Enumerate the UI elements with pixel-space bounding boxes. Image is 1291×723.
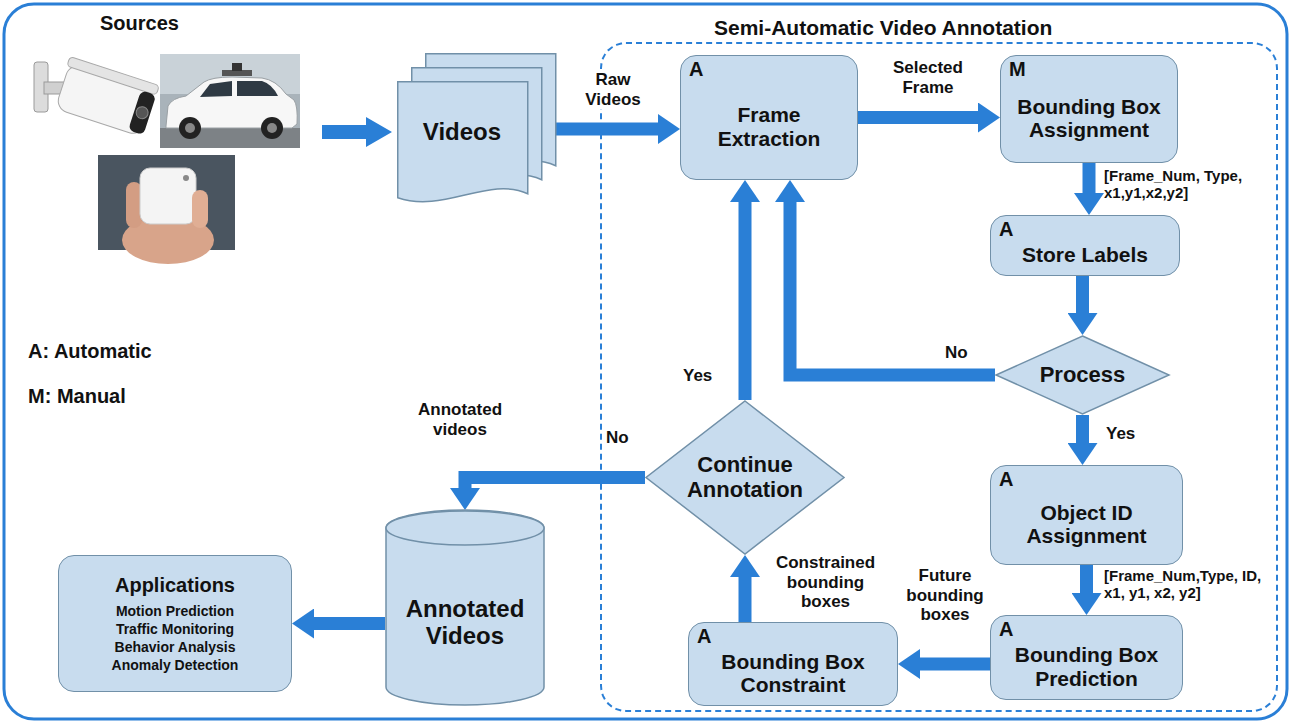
mode-tag: A [689,58,703,80]
list-item: Behavior Analysis [115,638,236,656]
flow-arrow [314,617,385,630]
edge-label: Raw Videos [575,70,651,109]
camera-face [128,90,156,135]
process-box: A Frame Extraction [680,55,858,180]
text-area: A Object ID Assignment [991,466,1182,564]
text-area: Annotated Videos [385,510,545,705]
process-box: A Bounding Box Constraint [688,622,898,706]
camera-illustration [34,57,159,137]
sensor-device [140,168,196,224]
list-item: Motion Prediction [116,602,234,620]
node-label: Bounding Box Prediction [999,643,1174,689]
edge-label: Yes [683,366,712,386]
edge-label: No [606,428,629,448]
decision-diamond: Process [995,335,1170,415]
cylinder-top [386,511,544,545]
flow-arrow [1080,565,1093,593]
diamond-shape [996,336,1169,414]
flow-arrow [1076,276,1089,313]
edge-label: Yes [1106,424,1135,444]
text-area: M Bounding Box Assignment [1001,56,1177,162]
text-area: Videos [397,81,527,183]
camera-hood [67,57,159,96]
node-label: Object ID Assignment [999,501,1174,547]
key-label: A: Automatic [28,340,152,363]
decision-diamond: Continue Annotation [645,400,845,555]
applications-box: ApplicationsMotion PredictionTraffic Mon… [58,555,292,692]
node-label: Process [1040,363,1126,387]
camera-body [53,57,159,137]
list-item: Anomaly Detection [112,656,239,674]
mode-tag: A [999,468,1013,490]
car-wheel [179,117,201,139]
text-area: A Bounding Box Prediction [991,616,1182,699]
text-area: A Frame Extraction [681,56,857,179]
node-label: Videos [423,119,501,145]
node-label: Frame Extraction [689,103,849,149]
database-cylinder: Annotated Videos [385,510,545,705]
list-item: Traffic Monitoring [116,620,234,638]
process-box: A Store Labels [990,215,1180,276]
car-hub [267,123,277,133]
edge-label: Constrained bounding boxes [768,553,883,612]
edge-label: [Frame_Num,Type, ID, x1, y1, x2, y2] [1104,567,1272,602]
hand-thumb [192,190,208,228]
flow-arrow [739,577,752,622]
source-arrow [322,117,392,147]
sensor-illustration [98,155,235,264]
car-roof-sensor [232,63,242,71]
flow-arrow [858,111,978,124]
car-window [237,81,278,96]
region-heading: Semi-Automatic Video Annotation [710,15,1056,40]
flow-arrow [790,202,995,375]
cylinder-body [386,510,544,705]
text-area: A Store Labels [991,216,1179,275]
flow-arrow [465,478,645,489]
text-area: A Bounding Box Constraint [689,623,897,705]
node-label: Annotated Videos [393,596,537,649]
mode-tag: M [1009,58,1026,80]
flow-arrow [555,123,658,136]
flow-arrow [920,658,990,671]
flow-arrow [739,202,752,400]
diamond-shape [646,401,844,554]
video-stack: Videos [397,53,555,205]
edge-label: No [945,343,968,363]
camera-lens [135,105,150,120]
mode-tag: A [999,218,1013,240]
text-area: Process [995,335,1170,415]
edge-label: [Frame_Num, Type, x1,y1,x2,y2] [1104,167,1272,202]
car-photo-ground [160,54,300,148]
section-heading: Sources [100,12,179,35]
document-page [398,82,528,202]
mode-tag: A [697,625,711,647]
flow-arrow [1083,163,1096,193]
node-label: Continue Annotation [669,453,821,501]
process-box: M Bounding Box Assignment [1000,55,1178,163]
outer-frame [4,4,1287,719]
text-area: Continue Annotation [645,400,845,555]
list-heading: Applications [115,573,235,598]
car-illustration [160,54,300,148]
process-box: A Bounding Box Prediction [990,615,1183,700]
node-label: Bounding Box Constraint [697,650,889,696]
text-area: ApplicationsMotion PredictionTraffic Mon… [59,556,291,691]
node-label: Store Labels [1022,243,1148,266]
edge-label: Selected Frame [874,58,982,97]
car-wheel [261,117,283,139]
key-label: M: Manual [28,385,126,408]
mode-tag: A [999,618,1013,640]
edge-label: Future bounding boxes [902,566,988,625]
sensor-dot [183,175,189,181]
node-label: Bounding Box Assignment [1009,95,1169,141]
flow-label: Annotated videos [404,400,516,439]
process-box: A Object ID Assignment [990,465,1183,565]
car-hub [185,123,195,133]
car-window [200,81,232,97]
flow-arrow [1076,415,1089,443]
